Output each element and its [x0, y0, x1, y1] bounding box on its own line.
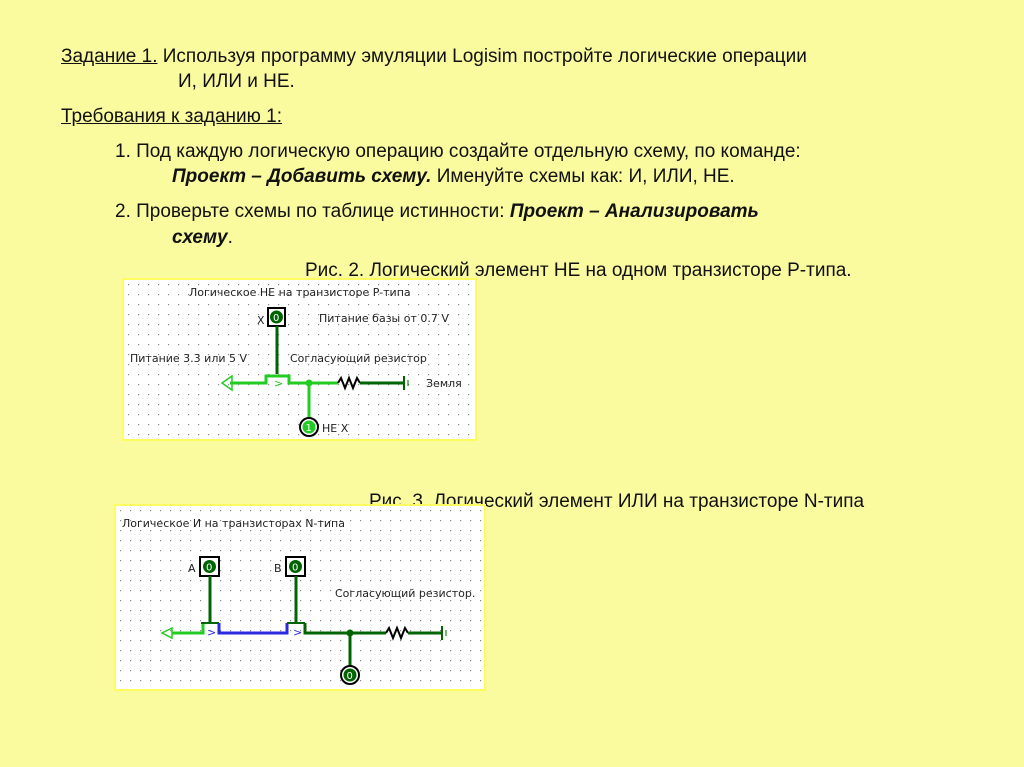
requirements-heading: Требования к заданию 1:: [61, 106, 283, 127]
base-label: Питание базы от 0.7 V: [319, 312, 449, 325]
requirement-2: 2. Проверьте схемы по таблице истинности…: [115, 200, 759, 224]
task-text-line2: И, ИЛИ и НЕ.: [178, 71, 295, 92]
requirement-1-cont: Проект – Добавить схему. Именуйте схемы …: [172, 165, 735, 189]
figure2-caption: Рис. 2. Логический элемент НЕ на одном т…: [305, 260, 852, 281]
command-analyze-cont: схему: [172, 227, 228, 248]
resistor-icon: [385, 625, 409, 641]
power-source-icon: [220, 374, 233, 392]
input-pin-x[interactable]: 0: [267, 307, 286, 327]
input-b-value: 0: [292, 563, 298, 574]
figure2-circuit: Логическое НЕ на транзисторе P-типа X 0 …: [122, 278, 477, 441]
transistor-n-2: >: [287, 622, 305, 639]
ground-icon: [441, 626, 447, 640]
output-label: НЕ X: [322, 422, 349, 435]
task-text: Используя программу эмуляции Logisim пос…: [157, 46, 807, 67]
input-pin-b[interactable]: 0: [285, 556, 306, 577]
ground-label: Земля: [426, 377, 462, 390]
input-x-value: 0: [273, 313, 279, 324]
task-label: Задание 1.: [61, 46, 158, 67]
command-add-schema: Проект – Добавить схему.: [172, 166, 432, 187]
command-analyze: Проект – Анализировать: [509, 201, 759, 222]
input-pin-a[interactable]: 0: [199, 556, 220, 577]
output-value: 1: [306, 423, 312, 434]
input-x-label: X: [257, 314, 265, 327]
figure3-circuit: Логическое И на транзисторах N-типа A 0 …: [114, 504, 486, 691]
resistor-icon: [337, 375, 361, 391]
figure3-caption: Рис. 3. Логический элемент ИЛИ на транзи…: [369, 491, 865, 512]
svg-text:>: >: [293, 626, 302, 639]
ground-icon: [403, 376, 409, 390]
output-value: 0: [347, 671, 353, 682]
supply-label: Питание 3.3 или 5 V: [130, 352, 247, 365]
not-gate-diagram: Логическое НЕ на транзисторе P-типа X 0 …: [124, 280, 475, 439]
svg-text:>: >: [207, 626, 216, 639]
circuit-title: Логическое И на транзисторах N-типа: [122, 517, 345, 530]
requirement-1: 1. Под каждую логическую операцию создай…: [115, 141, 801, 162]
requirement-2-cont: схему.: [172, 226, 233, 250]
task-paragraph: Задание 1. Используя программу эмуляции …: [61, 45, 807, 69]
period: .: [227, 227, 233, 248]
input-b-label: B: [274, 562, 282, 575]
input-a-value: 0: [206, 563, 212, 574]
requirement-2-text: 2. Проверьте схемы по таблице истинности…: [115, 201, 510, 222]
output-pin: 0: [340, 665, 360, 685]
circuit-title: Логическое НЕ на транзисторе P-типа: [189, 286, 411, 299]
output-pin: 1: [299, 417, 319, 437]
transistor-n-1: >: [201, 622, 219, 639]
svg-text:>: >: [274, 377, 283, 390]
transistor-p: >: [230, 374, 309, 390]
resistor-label: Согласующий резистор.: [335, 587, 475, 600]
requirement-1-suffix: Именуйте схемы как: И, ИЛИ, НЕ.: [431, 166, 735, 187]
resistor-label: Согласующий резистор: [290, 352, 427, 365]
and-gate-diagram: Логическое И на транзисторах N-типа A 0 …: [116, 506, 484, 689]
input-a-label: A: [188, 562, 196, 575]
